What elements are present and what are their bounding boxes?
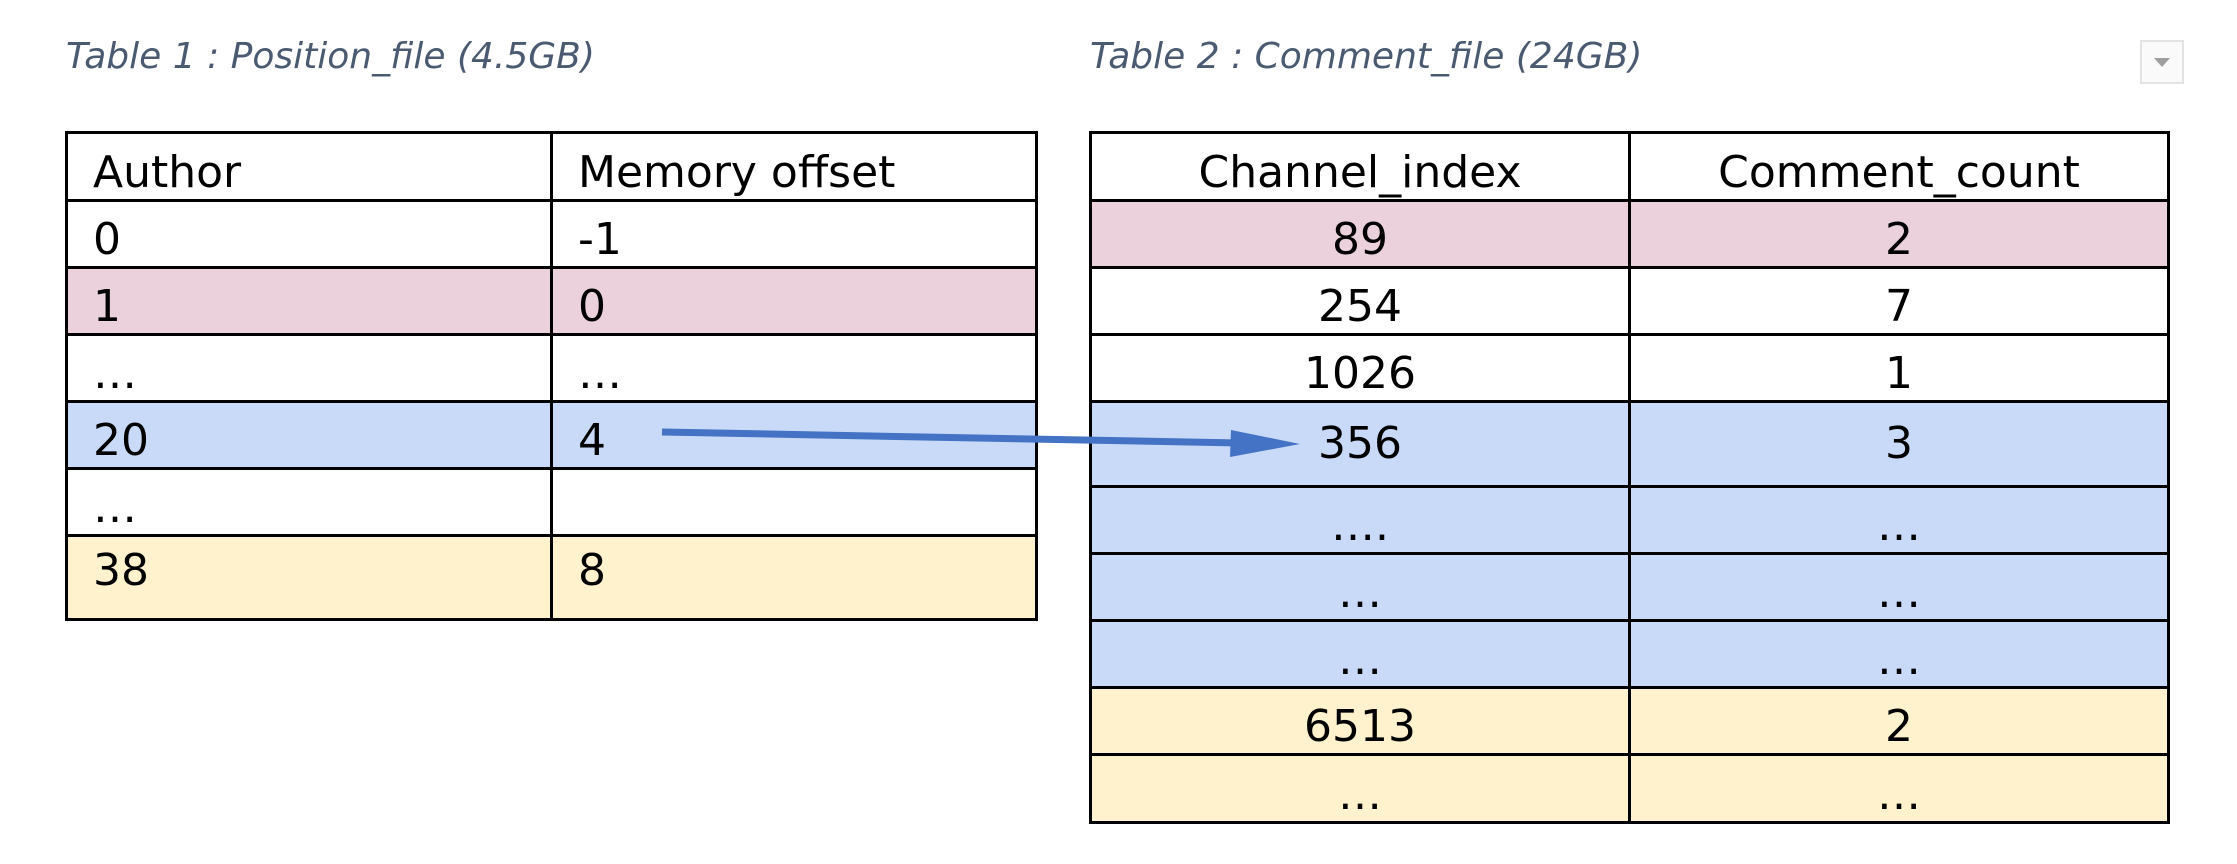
cell-memory-offset: -1 bbox=[550, 199, 1038, 269]
dropdown-button[interactable] bbox=[2140, 40, 2184, 84]
cell-comment-count: … bbox=[1628, 552, 2170, 622]
table-row: 20 4 bbox=[65, 400, 1038, 470]
table-row: 254 7 bbox=[1089, 266, 2170, 336]
cell-comment-count: … bbox=[1628, 619, 2170, 689]
cell-comment-count: 3 bbox=[1628, 400, 2170, 488]
cell-comment-count: 1 bbox=[1628, 333, 2170, 403]
cell-comment-count: 2 bbox=[1628, 686, 2170, 756]
cell-channel-index: … bbox=[1089, 753, 1631, 824]
cell-channel-index: 6513 bbox=[1089, 686, 1631, 756]
table-row: … … bbox=[1089, 619, 2170, 689]
cell-comment-count: 2 bbox=[1628, 199, 2170, 269]
table-row: 0 -1 bbox=[65, 199, 1038, 269]
table-row: … bbox=[65, 467, 1038, 537]
table-row: 1 0 bbox=[65, 266, 1038, 336]
cell-author: 0 bbox=[65, 199, 553, 269]
table-row: 89 2 bbox=[1089, 199, 2170, 269]
position-file-table: Author Memory offset 0 -1 1 0 … … 20 4 …… bbox=[65, 131, 1038, 621]
cell-channel-index: 254 bbox=[1089, 266, 1631, 336]
cell-memory-offset: … bbox=[550, 333, 1038, 403]
header-channel-index: Channel_index bbox=[1089, 131, 1631, 202]
table-row: 1026 1 bbox=[1089, 333, 2170, 403]
cell-comment-count: … bbox=[1628, 753, 2170, 824]
cell-channel-index: 1026 bbox=[1089, 333, 1631, 403]
cell-comment-count: … bbox=[1628, 485, 2170, 555]
table1-caption: Table 1 : Position_file (4.5GB) bbox=[66, 36, 595, 77]
chevron-down-icon bbox=[2154, 58, 2170, 67]
cell-author: … bbox=[65, 467, 553, 537]
cell-channel-index: 356 bbox=[1089, 400, 1631, 488]
cell-channel-index: … bbox=[1089, 619, 1631, 689]
table-row: 356 3 bbox=[1089, 400, 2170, 488]
table-row: … … bbox=[65, 333, 1038, 403]
cell-author: 1 bbox=[65, 266, 553, 336]
cell-channel-index: …. bbox=[1089, 485, 1631, 555]
cell-channel-index: 89 bbox=[1089, 199, 1631, 269]
cell-author: … bbox=[65, 333, 553, 403]
cell-channel-index: … bbox=[1089, 552, 1631, 622]
table-row: …. … bbox=[1089, 485, 2170, 555]
cell-memory-offset: 8 bbox=[550, 534, 1038, 621]
cell-author: 38 bbox=[65, 534, 553, 621]
cell-memory-offset: 4 bbox=[550, 400, 1038, 470]
comment-file-table: Channel_index Comment_count 89 2 254 7 1… bbox=[1089, 131, 2170, 824]
cell-memory-offset bbox=[550, 467, 1038, 537]
header-comment-count: Comment_count bbox=[1628, 131, 2170, 202]
cell-memory-offset: 0 bbox=[550, 266, 1038, 336]
header-memory-offset: Memory offset bbox=[550, 131, 1038, 202]
cell-comment-count: 7 bbox=[1628, 266, 2170, 336]
table2-caption: Table 2 : Comment_file (24GB) bbox=[1090, 36, 1643, 77]
table-row: … … bbox=[1089, 552, 2170, 622]
table-row: … … bbox=[1089, 753, 2170, 824]
table-row: 6513 2 bbox=[1089, 686, 2170, 756]
table-row: 38 8 bbox=[65, 534, 1038, 621]
table-header-row: Author Memory offset bbox=[65, 131, 1038, 202]
cell-author: 20 bbox=[65, 400, 553, 470]
header-author: Author bbox=[65, 131, 553, 202]
table-header-row: Channel_index Comment_count bbox=[1089, 131, 2170, 202]
